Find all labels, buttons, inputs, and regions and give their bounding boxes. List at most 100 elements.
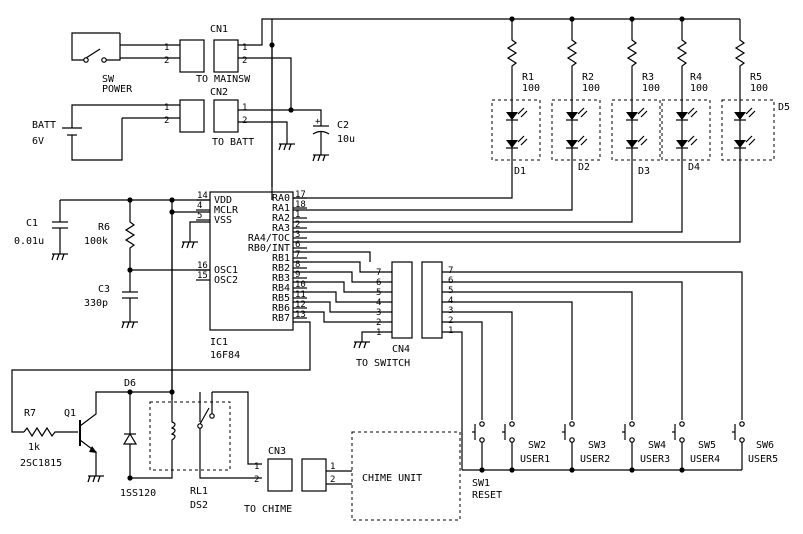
cn2-pin-1-left: 1 [164, 103, 169, 113]
sw5-label: USER4 [690, 454, 720, 465]
cn2-pin-1-right: 1 [242, 103, 247, 113]
r3-name: R3 [642, 72, 654, 83]
sw6-name: SW6 [756, 440, 774, 451]
cn4-pin-left: 1 [376, 328, 381, 338]
d3-label: D3 [638, 166, 650, 177]
c3-value: 330p [84, 298, 108, 309]
led-1-1 [506, 107, 528, 121]
rl1-name: RL1 [190, 486, 208, 497]
cn2-pin-2-right: 2 [242, 116, 247, 126]
r1-name: R1 [522, 72, 534, 83]
ic1-right-pin-name: RA4/TOC [248, 233, 290, 244]
cn3-pin-2-right: 2 [330, 475, 335, 485]
connector-cn3: 1 2 1 2 CN3 TO CHIME [244, 446, 335, 515]
ic1-right-pin-name: RB5 [272, 293, 290, 304]
sw2-name: SW2 [528, 440, 546, 451]
sw6-label: USER5 [748, 454, 778, 465]
pushbutton-sw6 [732, 421, 745, 470]
cn4-pin-right: 6 [448, 276, 453, 286]
q1-name: Q1 [64, 408, 76, 419]
chime-label: CHIME UNIT [362, 473, 422, 484]
capacitor-c3: C3 330p [84, 270, 138, 329]
ic1-right-pin-num: 10 [295, 280, 306, 290]
ic1-right-pin-num: 13 [295, 310, 306, 320]
ic1-right-pin-name: RB6 [272, 303, 290, 314]
d6-name: D6 [124, 378, 136, 389]
chime-unit: CHIME UNIT [351, 431, 461, 521]
ic1-right-pin-name: RA3 [272, 223, 290, 234]
ic1-right-pin-name: RB0/INT [248, 243, 290, 254]
ground-cn4 [353, 341, 370, 349]
power-switch: SW POWER [71, 32, 133, 95]
sw3-label: USER2 [580, 454, 610, 465]
battery-value: 6V [32, 136, 44, 147]
cn4-pin-left: 4 [376, 298, 381, 308]
d5-label: D5 [778, 102, 790, 113]
cn2-name: CN2 [210, 87, 228, 98]
cn1-pin-1-right: 1 [242, 43, 247, 53]
ic1-left-pin-name: OSC1 [214, 265, 238, 276]
ic1-right-pin-num: 7 [295, 250, 300, 260]
r6-value: 100k [84, 236, 108, 247]
power-switch-label: SW [102, 74, 115, 85]
sw5-name: SW5 [698, 440, 716, 451]
ic1-right-pin-name: RB4 [272, 283, 290, 294]
led-4-1 [676, 107, 698, 121]
switch-array: SW1 RESET SW2 USER1 SW3 USER2 SW4 USER3 … [462, 421, 778, 501]
led-array: R1 100 R2 100 R3 100 R4 100 R5 100 D1 D2… [491, 16, 790, 177]
cn3-name: CN3 [268, 446, 286, 457]
ic1-right-pin-num: 3 [295, 230, 300, 240]
cn4-pin-right: 5 [448, 286, 453, 296]
ic1-right-pin-num: 18 [295, 200, 306, 210]
cn4-caption: TO SWITCH [356, 358, 410, 369]
sw3-name: SW3 [588, 440, 606, 451]
pushbutton-sw5 [672, 421, 685, 470]
cn3-caption: TO CHIME [244, 504, 292, 515]
ic1-right-pin-num: 8 [295, 260, 300, 270]
cn1-pin-2-right: 2 [242, 56, 247, 66]
c2-name: C2 [337, 120, 349, 131]
ic1-left-pin-name: OSC2 [214, 275, 238, 286]
resistor-r6: R6 100k [84, 200, 136, 270]
ic1-left-pin-name: VDD [214, 195, 232, 206]
ic1-right-pin-name: RB7 [272, 313, 290, 324]
cn3-pin-1-right: 1 [330, 462, 335, 472]
cn4-pin-left: 3 [376, 308, 381, 318]
led-3-2 [626, 135, 648, 149]
ic1-left-pin-num: 14 [197, 191, 208, 201]
diode-d6: D6 1SS120 [120, 378, 156, 499]
sw1-name: SW1 [472, 478, 490, 489]
cn4-pin-left: 6 [376, 278, 381, 288]
r5-value: 100 [750, 83, 768, 94]
c1-value: 0.01u [14, 236, 44, 247]
ic1-right-pin-num: 17 [295, 190, 306, 200]
r7-value: 1k [28, 442, 40, 453]
r4-value: 100 [690, 83, 708, 94]
capacitor-c2: + C2 10u [312, 117, 355, 162]
transistor-q1: Q1 2SC1815 [20, 391, 130, 483]
d4-label: D4 [688, 162, 700, 173]
capacitor-c1: C1 0.01u [14, 200, 68, 261]
connector-cn1: 1 2 1 2 CN1 TO MAINSW [164, 24, 251, 85]
ic1-right-pin-name: RA0 [272, 193, 290, 204]
relay-rl1: RL1 DS2 [130, 389, 262, 511]
sw4-label: USER3 [640, 454, 670, 465]
pushbutton-sw2 [502, 421, 515, 470]
ic1-left-pin-num: 4 [197, 201, 202, 211]
svg-text:+: + [315, 117, 321, 127]
cn1-caption: TO MAINSW [196, 74, 251, 85]
ic1-right-pin-num: 12 [295, 300, 306, 310]
r7-name: R7 [24, 408, 36, 419]
led-5-2 [734, 135, 756, 149]
d1-label: D1 [514, 166, 526, 177]
c1-name: C1 [26, 218, 38, 229]
c3-name: C3 [98, 284, 110, 295]
led-1-2 [506, 135, 528, 149]
sw4-name: SW4 [648, 440, 666, 451]
ic1-left-pin-name: VSS [214, 215, 232, 226]
led-5-1 [734, 107, 756, 121]
cn4-pin-right: 2 [448, 316, 453, 326]
cn4-name: CN4 [392, 344, 410, 355]
cn4-pin-right: 4 [448, 296, 453, 306]
